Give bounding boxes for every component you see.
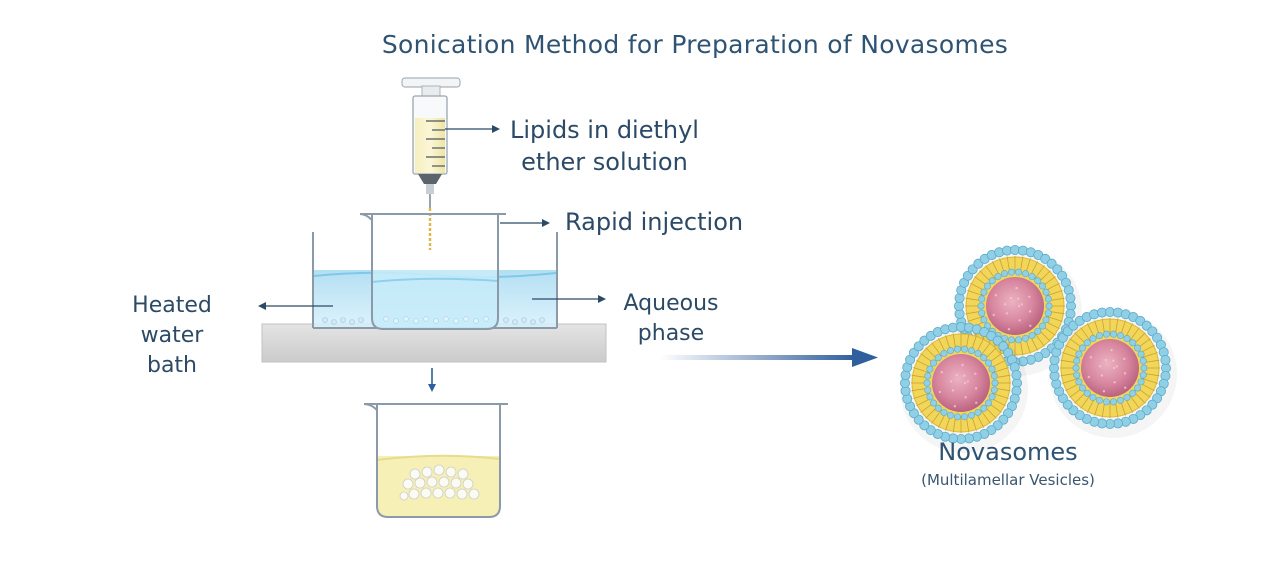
aqueous-phase-label: Aqueous phase [612, 289, 730, 349]
lipids-label-line1: Lipids in diethyl [510, 116, 699, 144]
beaker-icon [359, 213, 506, 330]
process-arrow-icon [660, 348, 878, 367]
heated-label-line1: Heated [132, 293, 212, 318]
aqueous-label-line1: Aqueous [623, 291, 719, 316]
beaker-icon [363, 403, 508, 518]
novasomes-sublabel: (Multilamellar Vesicles) [921, 471, 1095, 489]
novasomes-label: Novasomes [938, 438, 1078, 466]
lipids-label-line2: ether solution [521, 148, 688, 176]
heated-water-bath-label: Heated water bath [122, 291, 222, 381]
label-arrows [258, 125, 606, 310]
vesicles-group [900, 244, 1177, 453]
aqueous-label-line2: phase [637, 321, 705, 346]
vesicle-icon [1049, 306, 1177, 438]
rapid-injection-label: Rapid injection [565, 208, 744, 236]
heated-label-line2: water [140, 323, 204, 348]
lipids-label: Lipids in diethyl ether solution [510, 114, 699, 178]
heated-label-line3: bath [146, 353, 197, 378]
water-bath-icon [261, 232, 607, 363]
vesicle-icon [900, 321, 1028, 453]
page-title: Sonication Method for Preparation of Nov… [381, 30, 1009, 59]
syringe-icon [401, 77, 461, 250]
down-arrow-icon [428, 368, 436, 392]
